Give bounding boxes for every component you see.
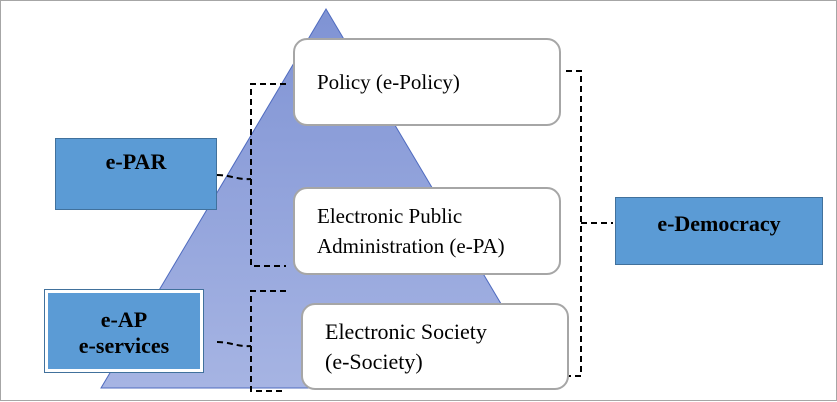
- layer-society-text-line1: Electronic Society: [325, 318, 487, 344]
- layer-epa-text-line1: Electronic Public: [317, 204, 463, 228]
- bracket-policy-epa: [250, 83, 286, 267]
- label-epar: e-PAR: [55, 138, 217, 210]
- connector-epar: [216, 174, 252, 181]
- layer-society-text-line2: (e-Society): [325, 348, 423, 374]
- layer-policy: Policy (e-Policy): [293, 38, 561, 126]
- layer-policy-text: Policy (e-Policy): [317, 70, 460, 94]
- label-edemocracy-text: e-Democracy: [657, 211, 781, 236]
- layer-epa: Electronic Public Administration (e-PA): [293, 187, 561, 275]
- layer-society: Electronic Society (e-Society): [301, 303, 569, 390]
- label-edemocracy: e-Democracy: [615, 197, 823, 265]
- connector-eap: [216, 341, 252, 348]
- label-eap-text-line2: e-services: [78, 333, 170, 358]
- label-epar-text: e-PAR: [105, 149, 167, 174]
- bracket-society: [250, 290, 286, 392]
- label-eap-text-line1: e-AP: [100, 307, 148, 332]
- label-eap: e-AP e-services: [44, 289, 204, 373]
- layer-epa-text-line2: Administration (e-PA): [317, 234, 505, 258]
